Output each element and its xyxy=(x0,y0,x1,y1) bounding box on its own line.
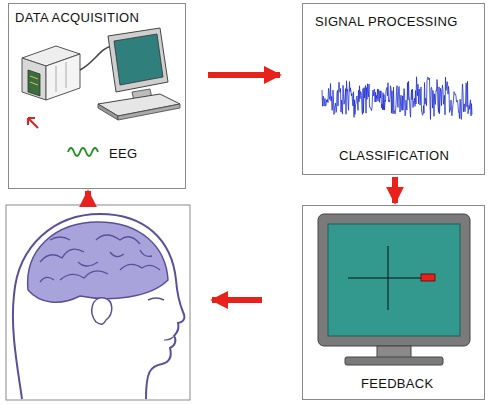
process-box: DATA ACQUISITION EEG xyxy=(8,3,186,189)
computer xyxy=(98,28,180,120)
box-label: CLASSIFICATION xyxy=(339,148,449,163)
signal-waveform xyxy=(322,77,472,120)
box-title: SIGNAL PROCESSING xyxy=(315,14,458,29)
flow-arrow xyxy=(392,177,398,203)
feedback-monitor xyxy=(318,214,470,365)
process-box: SIGNAL PROCESSING CLASSIFICATION xyxy=(302,3,485,175)
head-panel xyxy=(6,205,190,400)
eeg-wave-icon xyxy=(68,148,98,156)
box-label: EEG xyxy=(109,146,137,161)
pointer-arrow xyxy=(28,118,38,128)
daq-device xyxy=(22,46,80,100)
head-illustration xyxy=(13,214,184,399)
flow-arrow xyxy=(208,72,280,78)
flow-arrow xyxy=(85,191,91,203)
box-title: FEEDBACK xyxy=(361,376,433,391)
box-title: DATA ACQUISITION xyxy=(15,10,139,25)
process-box: FEEDBACK xyxy=(302,205,485,400)
signal-trace xyxy=(322,77,472,120)
cable xyxy=(80,46,112,70)
flow-arrow xyxy=(212,297,262,303)
